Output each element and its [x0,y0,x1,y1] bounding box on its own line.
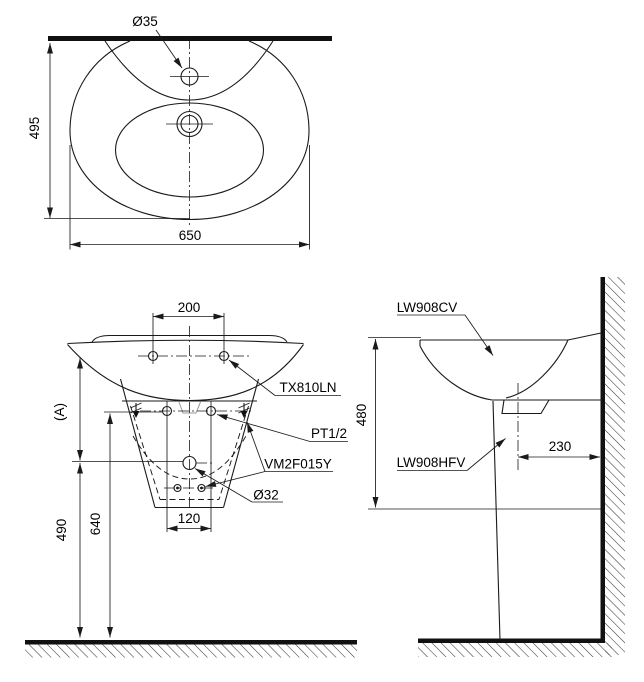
dim-200-label: 200 [178,300,201,315]
pedestal-inner-right-hidden [218,405,249,500]
dim-480-label: 480 [354,404,369,427]
drain-fitting-label: VM2F015Y [264,457,332,472]
side-view: 480 230 LW908CV LW908HFV [354,277,625,657]
dim-drain-dia-label: Ø32 [253,488,279,503]
pedestal-right-side [222,378,260,508]
basin-profile-rim [420,332,602,341]
faucet-dia-leader [155,29,183,69]
bowl-silhouette [67,344,304,402]
drain-boss-profile [501,399,550,415]
basin-model-label: LW908CV [397,300,458,315]
dim-a-label: (A) [52,403,67,421]
supply-connection-leader [216,414,311,442]
floor-line-side [418,638,605,643]
dim-640-label: 640 [88,513,103,536]
dim-depth-label: 495 [27,117,42,140]
rim-front-edge [67,339,304,345]
wall-hatch-side [605,277,625,655]
floor-hatch-front [25,644,357,658]
front-view: 200 120 (A [25,300,357,658]
basin-model-leader [464,314,494,356]
basin-rear-edge-curve [104,40,274,101]
top-view: Ø35 495 650 [27,14,332,250]
wall-section-bar [48,36,332,41]
dim-width-label: 650 [179,228,202,243]
wall-line-side [600,277,605,643]
supply-connection-label: PT1/2 [311,426,347,441]
dim-490-label: 490 [54,519,69,542]
faucet-model-leader [228,359,276,396]
dim-230-label: 230 [549,439,572,454]
drain-fitting-leader-lower [205,471,266,487]
faucet-model-label: TX810LN [279,380,336,395]
pedestal-model-leader [466,438,506,471]
anchor-bolt-right [238,402,250,418]
pedestal-model-label: LW908HFV [397,455,466,470]
floor-hatch-side [418,643,612,657]
floor-line-front [25,640,357,645]
pedestal-left-side [119,378,156,508]
pedestal-inner-left-hidden [130,405,161,500]
basin-inner-back-curve [505,339,569,399]
dim-120-label: 120 [178,511,201,526]
basin-profile-underside [419,345,493,401]
drain-dia-leader [194,468,253,503]
drain-fitting-leader-upper [246,421,266,472]
pedestal-profile-front [492,400,501,641]
dim-faucet-dia-label: Ø35 [132,14,158,29]
